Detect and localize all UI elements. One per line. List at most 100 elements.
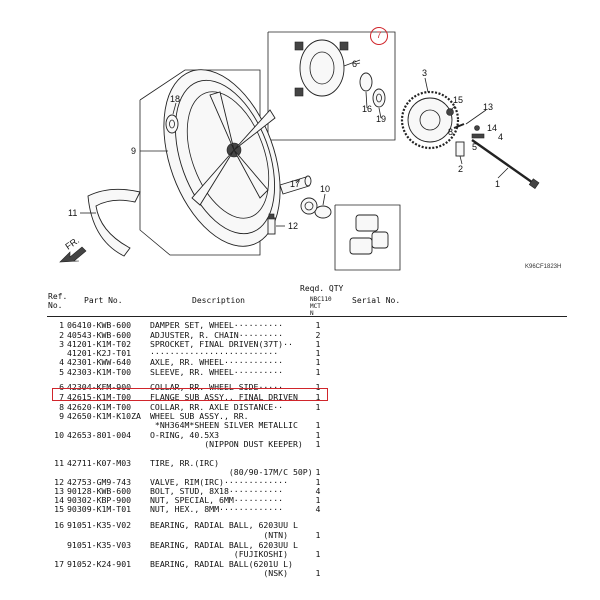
leader-lines: [80, 62, 509, 227]
row-part-no: 42303-K1M-T00: [67, 367, 132, 377]
row-description: ADJUSTER, R. CHAIN·········: [150, 330, 284, 340]
row-description: (NIPPON DUST KEEPER): [150, 439, 303, 449]
o-ring-10: [314, 205, 332, 219]
row-part-no: 90302-KBP-900: [67, 495, 132, 505]
row-description: FLANGE SUB ASSY., FINAL DRIVEN: [150, 392, 298, 402]
label-10: 10: [320, 184, 330, 194]
row-qty: 4: [315, 504, 321, 514]
row-description: (FUJIKOSHI): [150, 549, 289, 559]
row-part-no: 42301-KWW-640: [67, 357, 132, 367]
row-description: (NSK): [150, 568, 289, 578]
label-9: 9: [131, 146, 136, 156]
row-qty: 1: [315, 439, 321, 449]
row-qty: 1: [315, 348, 321, 358]
label-12: 12: [288, 221, 298, 231]
highlight-row-7: [52, 388, 328, 401]
row-qty: 1: [315, 530, 321, 540]
label-16: 16: [362, 104, 372, 114]
row-ref: 5: [59, 367, 64, 377]
row-part-no: 90309-K1M-T01: [67, 504, 132, 514]
row-part-no: 42653-801-004: [67, 430, 132, 440]
header-ref: Ref. No.: [48, 292, 68, 310]
label-11: 11: [68, 208, 77, 218]
row-ref: 9: [59, 411, 64, 421]
row-description: AXLE, RR. WHEEL············: [150, 357, 284, 367]
row-part-no: 91051-K35-V02: [67, 520, 132, 530]
row-ref: 16: [54, 520, 64, 530]
bearing-18: [165, 114, 179, 134]
row-part-no: 42304-KFM-900: [67, 382, 132, 392]
row-qty: 1: [315, 402, 321, 412]
header-part-no: Part No.: [84, 296, 123, 305]
row-qty: 1: [315, 339, 321, 349]
row-ref: 14: [54, 495, 64, 505]
row-description: WHEEL SUB ASSY., RR.: [150, 411, 249, 421]
label-13: 13: [483, 102, 493, 112]
header-description: Description: [192, 296, 245, 305]
row-qty: 1: [315, 367, 321, 377]
row-part-no: 42615-K1M-T00: [67, 392, 132, 402]
row-qty: 1: [315, 568, 321, 578]
row-part-no: 91051-K35-V03: [67, 540, 132, 550]
sprocket-3: [400, 90, 460, 150]
row-qty: 1: [315, 430, 321, 440]
row-qty: 4: [315, 486, 321, 496]
row-ref: 1: [59, 320, 64, 330]
header-model: NBC110 MCT N: [310, 296, 332, 317]
row-part-no: 06410-KWB-600: [67, 320, 132, 330]
row-ref: 13: [54, 486, 64, 496]
label-4: 4: [498, 132, 503, 142]
callout-ring-7: 7: [370, 27, 388, 45]
row-ref: 2: [59, 330, 64, 340]
row-description: SPROCKET, FINAL DRIVEN(37T)··: [150, 339, 293, 349]
front-marker: FR.: [63, 235, 81, 252]
row-description: NUT, HEX., 8MM·············: [150, 504, 284, 514]
row-ref: 7: [59, 392, 64, 402]
label-1: 1: [495, 179, 500, 189]
label-8: 8: [448, 127, 453, 137]
row-qty: 1: [315, 420, 321, 430]
adjuster-2: [455, 125, 485, 157]
row-part-no: 42711-K07-M03: [67, 458, 132, 468]
row-ref: 4: [59, 357, 64, 367]
row-ref: 12: [54, 477, 64, 487]
row-description: COLLAR, RR. WHEEL SIDE·····: [150, 382, 284, 392]
row-description: BEARING, RADIAL BALL, 6203UU L: [150, 540, 298, 550]
label-5: 5: [472, 142, 477, 152]
row-description: ··························: [150, 348, 279, 358]
front-arrow-icon: [59, 246, 87, 263]
diagram-code: K96CF1823H: [525, 264, 562, 270]
label-3: 3: [422, 68, 427, 78]
header-reqd-qty: Reqd. QTY: [300, 284, 344, 293]
label-6: 6: [352, 59, 357, 69]
row-part-no: 90128-KWB-600: [67, 486, 132, 496]
row-qty: 2: [315, 330, 321, 340]
row-ref: 6: [59, 382, 64, 392]
label-18: 18: [170, 94, 180, 104]
row-description: BOLT, STUD, 8X18···········: [150, 486, 284, 496]
label-14: 14: [487, 123, 497, 133]
row-part-no: 42650-K1M-K10ZA: [67, 411, 141, 421]
row-description: *NH364M*SHEEN SILVER METALLIC: [150, 420, 298, 430]
row-description: DAMPER SET, WHEEL··········: [150, 320, 284, 330]
row-description: TIRE, RR.(IRC): [150, 458, 220, 468]
row-part-no: 40543-KWB-600: [67, 330, 132, 340]
row-ref: 15: [54, 504, 64, 514]
row-ref: 3: [59, 339, 64, 349]
row-ref: 17: [54, 559, 64, 569]
row-description: (NTN): [150, 530, 289, 540]
exploded-parts-diagram: FR.: [59, 31, 540, 271]
row-part-no: 42753-GM9-743: [67, 477, 132, 487]
rear-wheel: [163, 69, 281, 247]
row-qty: 1: [315, 392, 321, 402]
row-ref: 10: [54, 430, 64, 440]
row-part-no: 41201-K2J-T01: [67, 348, 132, 358]
valve-12: [267, 213, 276, 235]
label-17: 17: [290, 179, 300, 189]
row-ref: 11: [54, 458, 64, 468]
row-qty: 1: [315, 357, 321, 367]
part-number-labels: 18 9 11 17 10 12 15 16 19 3 13 8 14 5 2 …: [68, 59, 503, 231]
row-qty: 1: [315, 320, 321, 330]
row-description: SLEEVE, RR. WHEEL··········: [150, 367, 284, 377]
